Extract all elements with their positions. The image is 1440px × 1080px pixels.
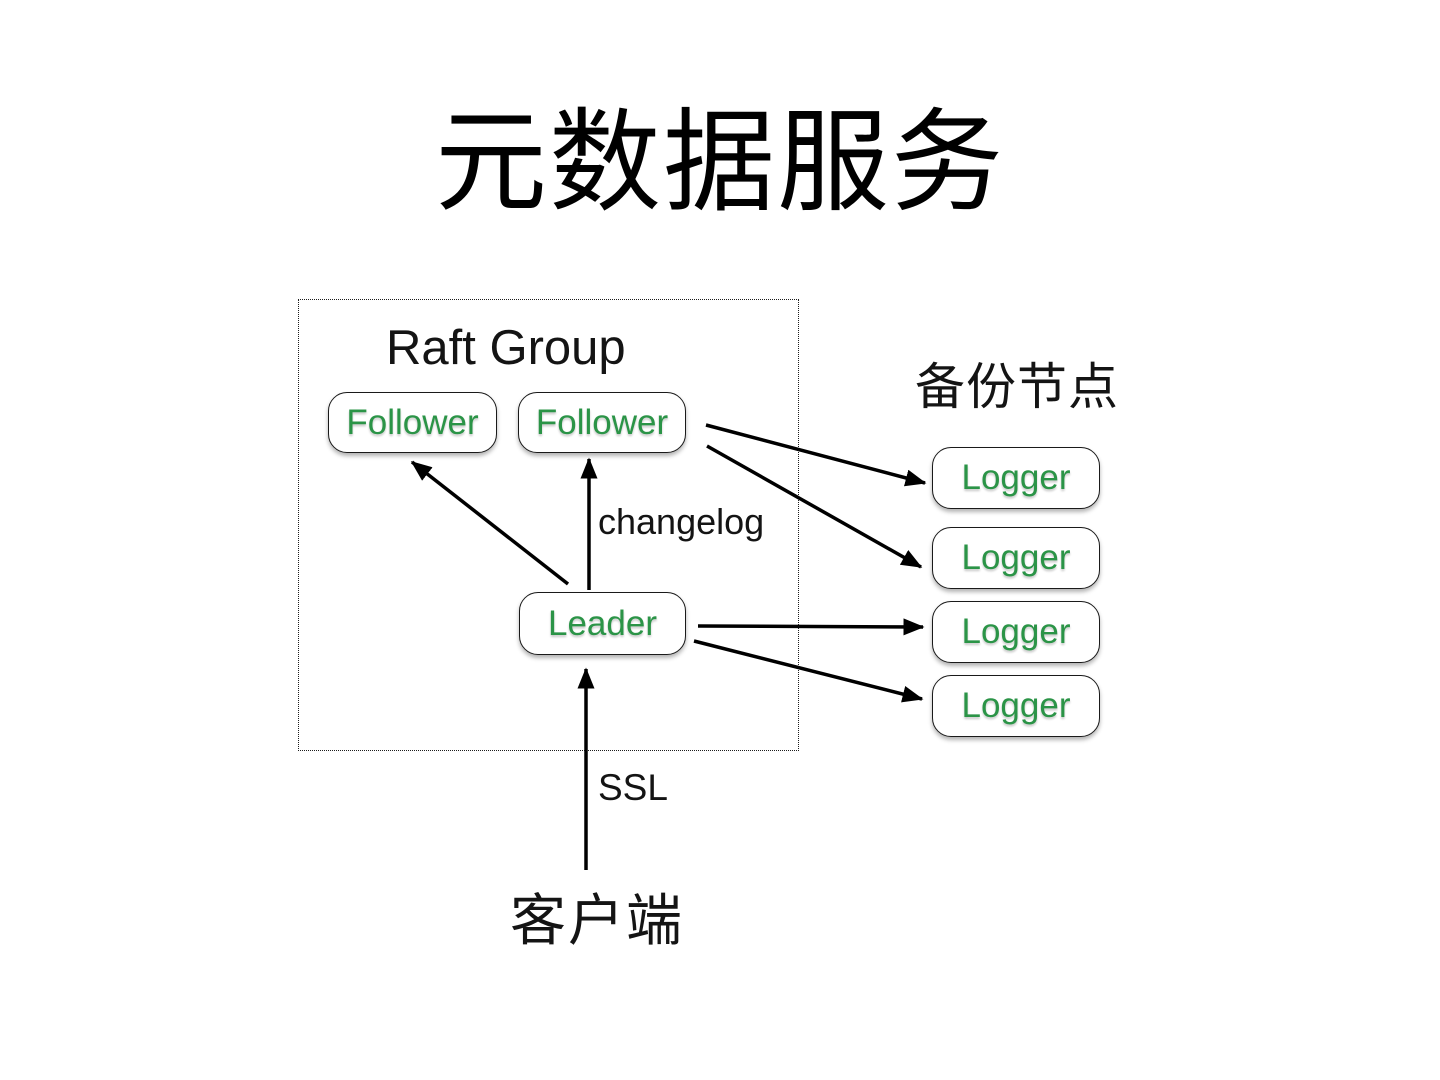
logger-node-4: Logger — [932, 675, 1100, 737]
logger-node-3: Logger — [932, 601, 1100, 663]
follower-node-2: Follower — [518, 392, 686, 453]
logger-node-1-label: Logger — [961, 458, 1071, 497]
logger-node-3-label: Logger — [961, 612, 1071, 651]
follower-node-1-label: Follower — [346, 402, 479, 442]
raft-group-label: Raft Group — [386, 321, 626, 375]
backup-nodes-label: 备份节点 — [915, 359, 1119, 415]
logger-node-4-label: Logger — [961, 686, 1071, 725]
ssl-edge-label: SSL — [598, 767, 668, 808]
logger-node-1: Logger — [932, 447, 1100, 509]
follower-node-1: Follower — [328, 392, 497, 453]
logger-node-2: Logger — [932, 527, 1100, 589]
leader-node: Leader — [519, 592, 686, 655]
logger-node-2-label: Logger — [961, 538, 1071, 577]
changelog-edge-label: changelog — [598, 501, 765, 542]
client-label: 客户端 — [510, 889, 684, 952]
page-title: 元数据服务 — [435, 100, 1005, 225]
follower-node-2-label: Follower — [535, 402, 669, 442]
leader-node-label: Leader — [548, 603, 657, 643]
